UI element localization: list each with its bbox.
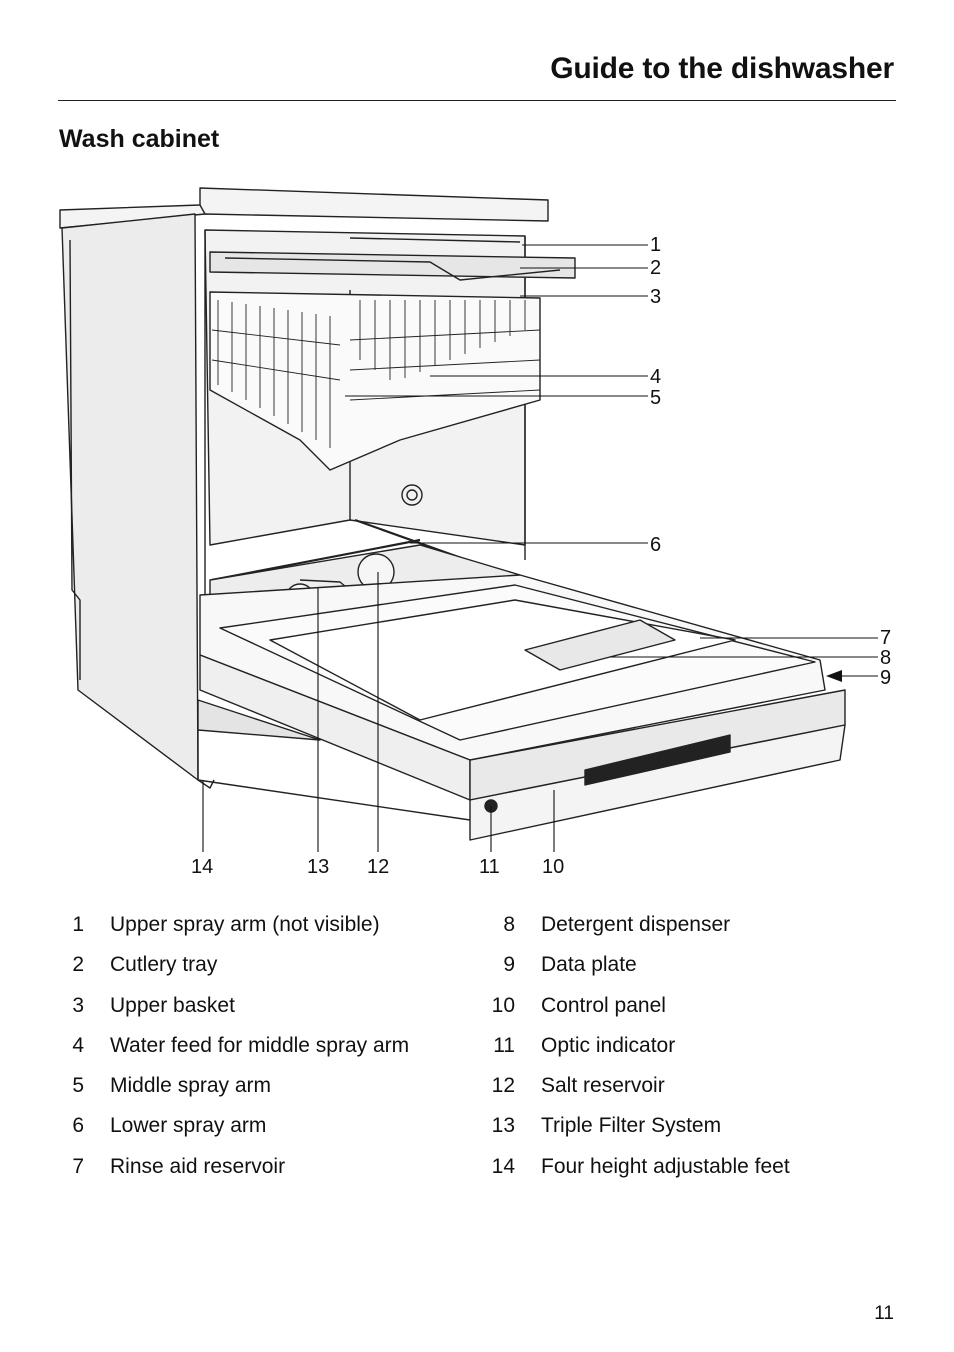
legend-item: 13 Triple Filter System	[480, 1106, 880, 1146]
legend-label: Data plate	[541, 953, 637, 977]
callout-leader-lines	[202, 244, 878, 852]
legend-label: Four height adjustable feet	[541, 1154, 790, 1178]
legend-right-column: 8 Detergent dispenser 9 Data plate 10 Contr…	[480, 905, 880, 1187]
callout-labels: 1 2 3 4 5 6 7 8 9 14 13 12 11 10	[191, 234, 891, 878]
legend-number: 1	[72, 913, 84, 936]
callout-10: 10	[542, 856, 564, 878]
legend-number: 2	[72, 953, 84, 977]
page-title: Guide to the dishwasher	[550, 52, 894, 85]
legend-item: 14 Four height adjustable feet	[480, 1147, 880, 1187]
legend-number: 10	[491, 993, 515, 1017]
callout-7: 7	[880, 627, 891, 649]
callout-8: 8	[880, 647, 891, 669]
legend-item: 11 Optic indicator	[480, 1026, 880, 1066]
legend-label: Detergent dispenser	[541, 913, 731, 936]
legend-number: 14	[491, 1154, 515, 1178]
callout-1: 1	[650, 234, 661, 256]
legend-number: 5	[72, 1074, 84, 1098]
callout-2: 2	[650, 257, 661, 279]
legend-label: Triple Filter System	[541, 1114, 722, 1138]
legend-label: Cutlery tray	[110, 953, 218, 977]
callout-6: 6	[650, 534, 661, 556]
legend-label: Control panel	[541, 993, 666, 1017]
dishwasher-illustration	[59, 187, 846, 841]
legend-number: 8	[503, 913, 515, 936]
legend-number: 4	[72, 1033, 84, 1057]
legend-number: 6	[72, 1114, 84, 1138]
legend-left-column: 1 Upper spray arm (not visible) 2 Cutlery …	[60, 905, 480, 1187]
legend-label: Upper basket	[110, 993, 235, 1017]
legend-number: 9	[503, 953, 515, 977]
legend-number: 11	[493, 1033, 515, 1057]
callout-12: 12	[367, 856, 389, 878]
legend-label: Middle spray arm	[110, 1074, 272, 1098]
legend-item: 8 Detergent dispenser	[480, 905, 880, 945]
legend-number: 3	[72, 993, 84, 1017]
header-rule	[58, 100, 896, 101]
callout-9: 9	[880, 667, 891, 689]
legend-label: Lower spray arm	[110, 1114, 267, 1138]
callout-4: 4	[650, 366, 661, 388]
dishwasher-diagram: 1 2 3 4 5 6 7 8 9 14 13 12 11 10	[59, 187, 891, 878]
legend-label: Upper spray arm (not visible)	[110, 913, 380, 936]
legend-label: Water feed for middle spray arm	[110, 1033, 410, 1057]
callout-3: 3	[650, 286, 661, 308]
legend-item: 4 Water feed for middle spray arm	[60, 1026, 480, 1066]
legend-item: 6 Lower spray arm	[60, 1106, 480, 1146]
legend-item: 10 Control panel	[480, 986, 880, 1026]
section-title: Wash cabinet	[59, 125, 220, 153]
legend-number: 13	[491, 1114, 515, 1138]
legend-number: 12	[491, 1074, 515, 1098]
legend-item: 7 Rinse aid reservoir	[60, 1147, 480, 1187]
legend-label: Optic indicator	[541, 1033, 676, 1057]
legend-item: 1 Upper spray arm (not visible)	[60, 905, 480, 945]
legend-item: 3 Upper basket	[60, 986, 480, 1026]
legend-label: Rinse aid reservoir	[110, 1154, 286, 1178]
callout-11: 11	[479, 856, 500, 878]
legend-number: 7	[72, 1154, 84, 1178]
callout-14: 14	[191, 856, 213, 878]
legend-label: Salt reservoir	[541, 1074, 665, 1098]
callout-5: 5	[650, 387, 661, 409]
callout-13: 13	[307, 856, 329, 878]
legend-item: 9 Data plate	[480, 945, 880, 985]
legend-item: 5 Middle spray arm	[60, 1066, 480, 1106]
legend-item: 12 Salt reservoir	[480, 1066, 880, 1106]
legend-item: 2 Cutlery tray	[60, 945, 480, 985]
page-number: 11	[874, 1303, 894, 1324]
